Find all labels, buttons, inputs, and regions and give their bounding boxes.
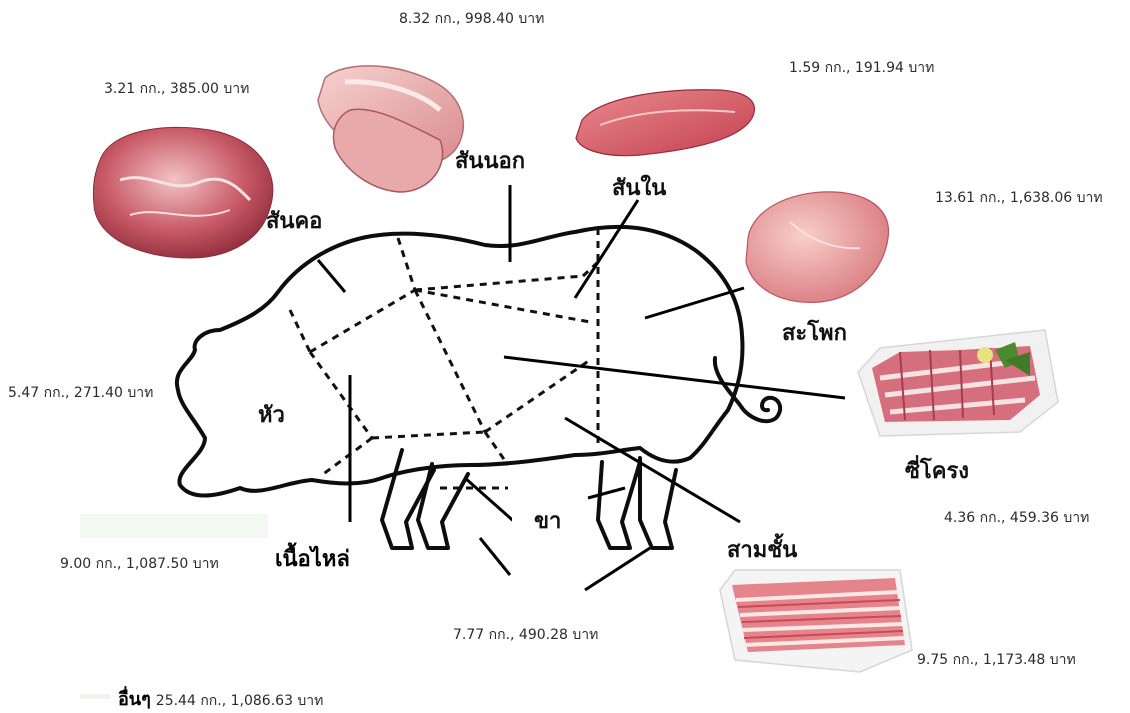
legend-bar-others <box>80 694 110 699</box>
label-others: อื่นๆ <box>118 689 151 710</box>
label-shoulder: เนื้อไหล่ <box>275 542 350 572</box>
stats-tenderloin: 1.59 กก., 191.94 บาท <box>789 59 934 77</box>
label-belly: สามชั้น <box>727 533 797 563</box>
others-row: อื่นๆ 25.44 กก., 1,086.63 บาท <box>118 684 323 713</box>
stats-legs: 7.77 กก., 490.28 บาท <box>453 626 598 644</box>
label-loin: สันนอก <box>455 149 525 174</box>
label-ribs: ซี่โครง <box>905 454 969 484</box>
stats-ham: 13.61 กก., 1,638.06 บาท <box>935 189 1103 207</box>
label-ham: สะโพก <box>782 319 847 346</box>
pig-outline <box>177 227 780 548</box>
legs-label-background <box>512 488 584 592</box>
label-legs: ขา <box>534 509 561 534</box>
ham-image <box>746 192 889 302</box>
stats-others: 25.44 กก., 1,086.63 บาท <box>156 693 324 709</box>
cut-lines <box>290 228 598 488</box>
loin-chops-image <box>318 66 463 192</box>
label-neck: สันคอ <box>266 209 322 234</box>
legend-bar-shoulder <box>80 514 268 538</box>
belly-image <box>720 570 912 672</box>
ribs-image <box>858 330 1058 436</box>
stats-head: 5.47 กก., 271.40 บาท <box>8 384 153 402</box>
stats-loin: 8.32 กก., 998.40 บาท <box>399 10 544 28</box>
stats-shoulder: 9.00 กก., 1,087.50 บาท <box>60 555 219 573</box>
stats-neck: 3.21 กก., 385.00 บาท <box>104 80 249 98</box>
label-tenderloin: สันใน <box>612 174 666 201</box>
stats-ribs: 4.36 กก., 459.36 บาท <box>944 509 1089 527</box>
label-head: หัว <box>258 403 285 428</box>
neck-meat-image <box>93 127 272 258</box>
tenderloin-image <box>576 90 754 156</box>
stats-belly: 9.75 กก., 1,173.48 บาท <box>917 651 1076 669</box>
